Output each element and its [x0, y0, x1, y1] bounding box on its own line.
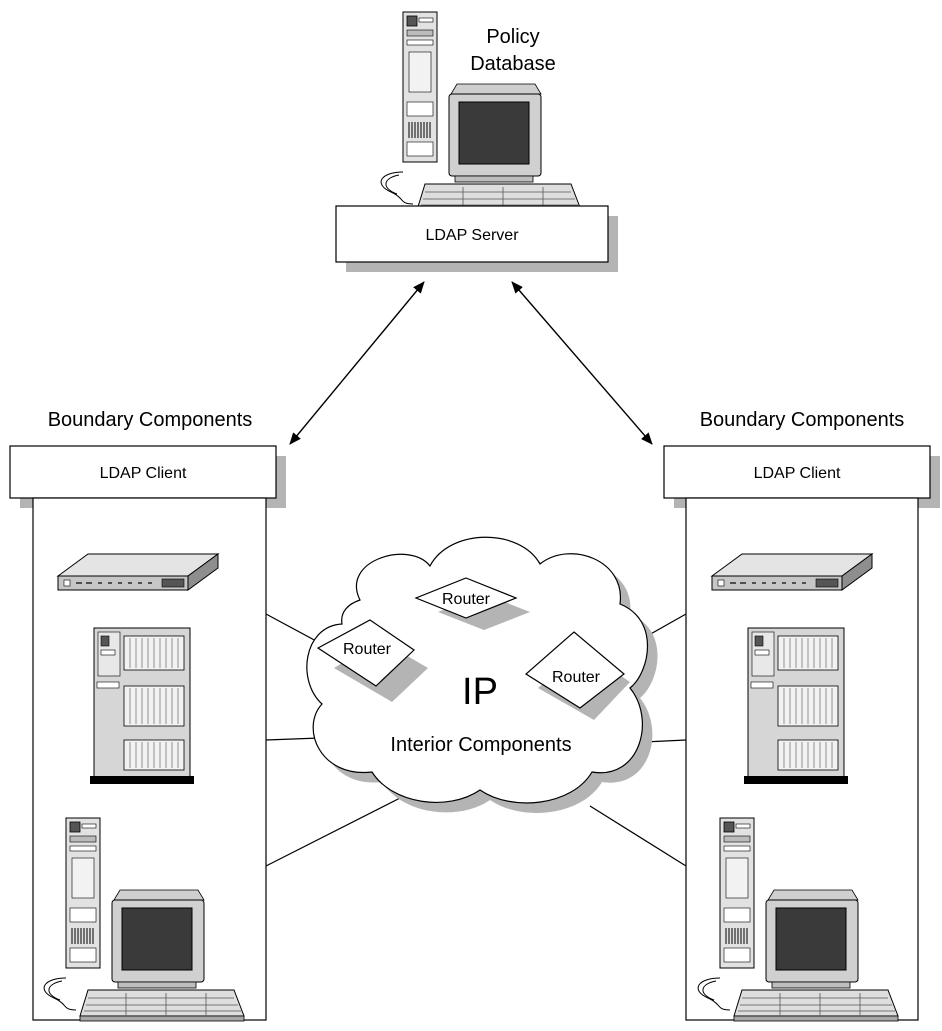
- left-client-label: LDAP Client: [100, 465, 187, 482]
- policy-caption-line2: Database: [470, 53, 556, 75]
- interior-components-label: Interior Components: [390, 734, 571, 756]
- router-label: Router: [552, 669, 601, 686]
- policy-caption-line1: Policy: [486, 26, 539, 48]
- left-arrow-icon: [289, 281, 425, 445]
- right-heading: Boundary Components: [700, 409, 905, 431]
- left-ldap-client-box: [9, 445, 277, 499]
- router-icon: Router: [524, 631, 630, 720]
- router-icon: Router: [316, 619, 428, 702]
- ldap-server-box: [335, 205, 609, 263]
- right-switch-icon: [711, 553, 873, 591]
- server-workstation-icon: [380, 11, 582, 216]
- router-label: Router: [442, 591, 491, 608]
- ldap-server-label: LDAP Server: [425, 227, 519, 244]
- ip-cloud-icon: [306, 536, 649, 804]
- router-label: Router: [343, 641, 392, 658]
- left-server-tower-icon: [89, 627, 195, 785]
- right-client-label: LDAP Client: [754, 465, 841, 482]
- ip-title: IP: [462, 671, 498, 713]
- left-heading: Boundary Components: [48, 409, 253, 431]
- right-arrow-icon: [511, 281, 653, 445]
- connection-lines: [265, 613, 687, 867]
- router-icon: Router: [414, 577, 530, 630]
- right-server-tower-icon: [743, 627, 849, 785]
- left-switch-icon: [57, 553, 219, 591]
